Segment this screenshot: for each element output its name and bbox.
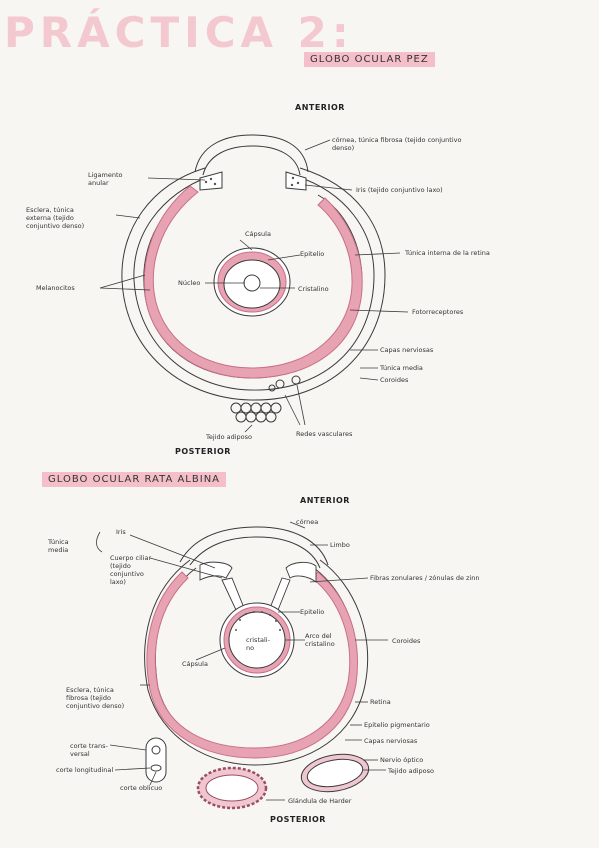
- rat-label-cuerpo-ciliar: Cuerpo ciliar (tejido conjuntivo laxo): [110, 554, 152, 586]
- rat-label-coroides: Coroides: [392, 637, 421, 645]
- fish-label-iris: Iris (tejido conjuntivo laxo): [356, 186, 443, 194]
- rat-label-corte-transversal: corte trans- versal: [70, 742, 108, 758]
- rat-label-cornea: córnea: [296, 518, 319, 526]
- fish-label-coroides: Coroides: [380, 376, 409, 384]
- rat-cornea: [179, 526, 329, 566]
- fish-lens: [213, 247, 291, 317]
- rat-label-capas-nerviosas: Capas nerviosas: [364, 737, 418, 745]
- fish-label-fotorreceptores: Fotorreceptores: [412, 308, 464, 316]
- fish-sclera-inner: [133, 175, 375, 391]
- rat-label-iris: Iris: [116, 528, 126, 536]
- fish-label-nucleo: Núcleo: [178, 279, 201, 287]
- fish-label-tunica-interna: Túnica interna de la retina: [405, 249, 490, 257]
- rat-label-glandula: Glándula de Harder: [288, 797, 352, 805]
- fish-label-capas-nerviosas: Capas nerviosas: [380, 346, 434, 354]
- fish-label-redes: Redes vasculares: [296, 430, 353, 438]
- rat-nerve-cuts: [145, 737, 167, 783]
- rat-label-esclera: Esclera, túnica fibrosa (tejido conjunti…: [66, 686, 125, 710]
- rat-label-retina: Retina: [370, 698, 391, 706]
- fish-retina: [143, 185, 363, 379]
- rat-label-epitelio: Epitelio: [300, 608, 325, 616]
- rat-lens-dots: [235, 611, 281, 631]
- section-title-fish: GLOBO OCULAR PEZ: [304, 52, 435, 67]
- fish-label-tejido-adiposo: Tejido adiposo: [206, 433, 253, 441]
- rat-label-corte-oblicuo: corte oblicuo: [120, 784, 163, 792]
- rat-label-cristalino: cristali- no: [246, 636, 270, 652]
- fish-label-capsula: Cápsula: [245, 230, 271, 238]
- fish-iris-dots: [204, 176, 300, 187]
- rat-anterior-label: ANTERIOR: [300, 496, 350, 505]
- rat-ciliary: [199, 561, 317, 611]
- fish-sclera-outer: [121, 167, 386, 401]
- section-title-rat: GLOBO OCULAR RATA ALBINA: [42, 472, 227, 487]
- fish-label-ligamento: Ligamento anular: [88, 171, 123, 187]
- fish-iris: [199, 171, 307, 191]
- fish-cornea: [194, 134, 309, 173]
- fish-anterior-label: ANTERIOR: [295, 103, 345, 112]
- fish-vascular: [268, 375, 301, 392]
- fish-leaders: [99, 139, 409, 433]
- rat-label-capsula: Cápsula: [182, 660, 208, 668]
- rat-label-tunica-media: Túnica media: [48, 538, 69, 554]
- rat-label-epitelio-pigmentario: Epitelio pigmentario: [364, 721, 430, 729]
- rat-retina: [146, 571, 358, 759]
- fish-label-cristalino: Cristalino: [298, 285, 329, 293]
- rat-label-tejido-adiposo: Tejido adiposo: [388, 767, 435, 775]
- rat-label-limbo: Limbo: [330, 541, 350, 549]
- fish-label-cornea: córnea, túnica fibrosa (tejido conjuntiv…: [332, 136, 462, 152]
- fish-label-epitelio: Epitelio: [300, 250, 325, 258]
- rat-leaders: [96, 521, 388, 801]
- fish-posterior-label: POSTERIOR: [175, 447, 231, 456]
- fish-label-melanocitos: Melanocitos: [36, 284, 75, 292]
- rat-label-arco: Arco del cristalino: [305, 632, 335, 648]
- page-title: PRÁCTICA 2:: [4, 8, 354, 57]
- fish-adipose: [230, 402, 282, 423]
- rat-label-nervio-optico: Nervio óptico: [380, 756, 424, 764]
- rat-label-corte-longitudinal: corte longitudinal: [56, 766, 114, 774]
- fish-cornea-inner: [202, 145, 301, 176]
- rat-posterior-label: POSTERIOR: [270, 815, 326, 824]
- fish-label-tunica-media: Túnica media: [380, 364, 423, 372]
- rat-cornea-inner: [189, 536, 321, 569]
- fish-label-esclera: Esclera, túnica externa (tejido conjunti…: [26, 206, 85, 230]
- rat-label-fibras: Fibras zonulares / zónulas de zinn: [370, 574, 480, 582]
- rat-sclera-outer: [144, 559, 369, 766]
